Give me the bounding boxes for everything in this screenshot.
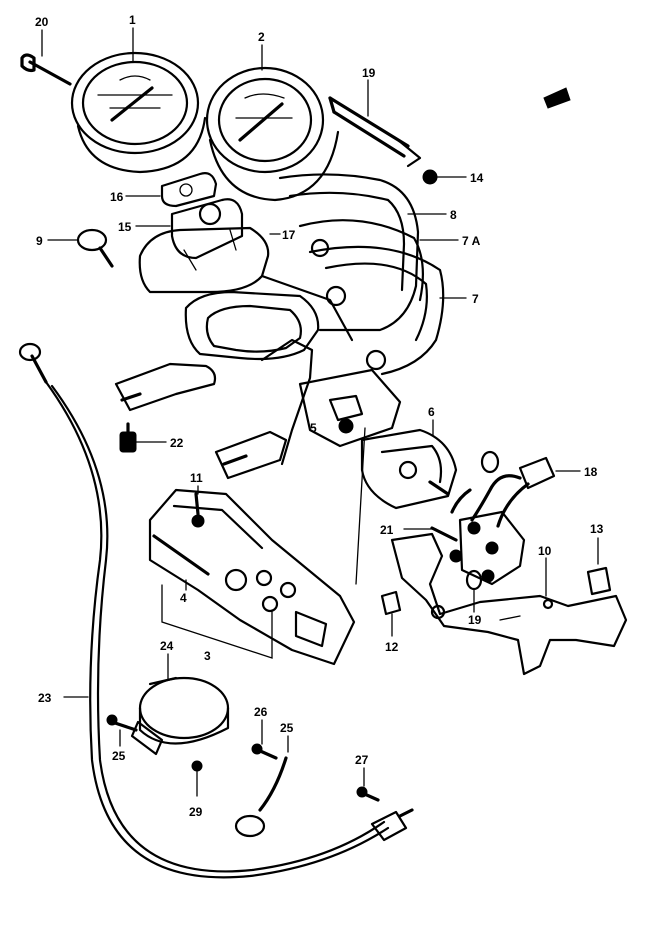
- part-3-switch-housing: [148, 488, 356, 666]
- label-16: 16: [110, 190, 124, 204]
- leader-lines: [161, 427, 366, 659]
- mounting-bracket-center: [214, 338, 314, 480]
- label-19: 19: [468, 613, 482, 627]
- part-23-bolt: [119, 422, 137, 453]
- part-24-cable: [18, 342, 414, 879]
- part-4-switch-lens: [152, 534, 210, 576]
- part-27-bolt: [251, 743, 278, 760]
- label-6: 6: [428, 405, 435, 419]
- label-14: 14: [470, 171, 484, 185]
- part-16-gasket: [160, 172, 218, 208]
- label-12: 12: [385, 640, 399, 654]
- part-12-grommet: [380, 590, 402, 616]
- label-22: 20: [35, 15, 49, 29]
- fragment-top-right: [543, 87, 571, 109]
- part-1-speedometer: [70, 51, 207, 174]
- meter-housing: [138, 226, 387, 371]
- label-4: 4: [180, 591, 187, 605]
- callout-lines: [41, 27, 599, 797]
- part-7a-cover: [298, 219, 424, 302]
- label-17: 17: [282, 228, 296, 242]
- label-28: 27: [355, 753, 369, 767]
- label-13: 13: [590, 522, 604, 536]
- label-26-right: 25: [280, 721, 294, 735]
- label-9: 9: [36, 234, 43, 248]
- label-7a: 7 A: [462, 234, 481, 248]
- label-7: 7: [472, 292, 479, 306]
- part-28-bolt: [356, 786, 380, 802]
- label-1: 1: [129, 13, 136, 27]
- label-26-left: 25: [112, 749, 126, 763]
- part-7-cover: [308, 245, 445, 376]
- part-25-clamp: [130, 676, 230, 756]
- label-20: 21: [380, 523, 394, 537]
- label-24: 23: [38, 691, 52, 705]
- label-18: 18: [584, 465, 598, 479]
- label-11: 11: [190, 471, 203, 485]
- part-15-sender: [170, 198, 244, 271]
- label-21: 19: [362, 66, 376, 80]
- part-11-screw: [191, 492, 205, 528]
- label-8: 8: [450, 208, 457, 222]
- label-3: 3: [204, 649, 211, 663]
- part-2-tachometer: [205, 66, 340, 202]
- label-10: 10: [538, 544, 552, 558]
- mounting-bracket-left: [114, 362, 217, 412]
- label-23: 22: [170, 436, 184, 450]
- label-25: 24: [160, 639, 174, 653]
- part-10-bracket: [390, 532, 628, 676]
- part-6-indicator-housing: [360, 428, 458, 510]
- label-27: 26: [254, 705, 268, 719]
- part-labels: 20 1 2 19 14 16 15 17 8 7 A 7 9 22 6 5 1…: [35, 13, 604, 819]
- part-9-knob: [76, 228, 114, 268]
- part-26-wire-terminal: [234, 756, 288, 838]
- part-13-grommet: [586, 566, 612, 596]
- part-14-nut: [422, 169, 438, 185]
- part-22-bolt: [20, 53, 72, 86]
- label-15: 15: [118, 220, 132, 234]
- label-5: 5: [310, 421, 317, 435]
- part-5-plate: [298, 368, 402, 448]
- part-18-connector: [450, 450, 556, 528]
- label-2: 2: [258, 30, 265, 44]
- part-20-socket-cluster: [430, 510, 526, 586]
- part-21-strap: [328, 96, 422, 168]
- label-29: 29: [189, 805, 203, 819]
- part-26-bolt: [106, 714, 138, 732]
